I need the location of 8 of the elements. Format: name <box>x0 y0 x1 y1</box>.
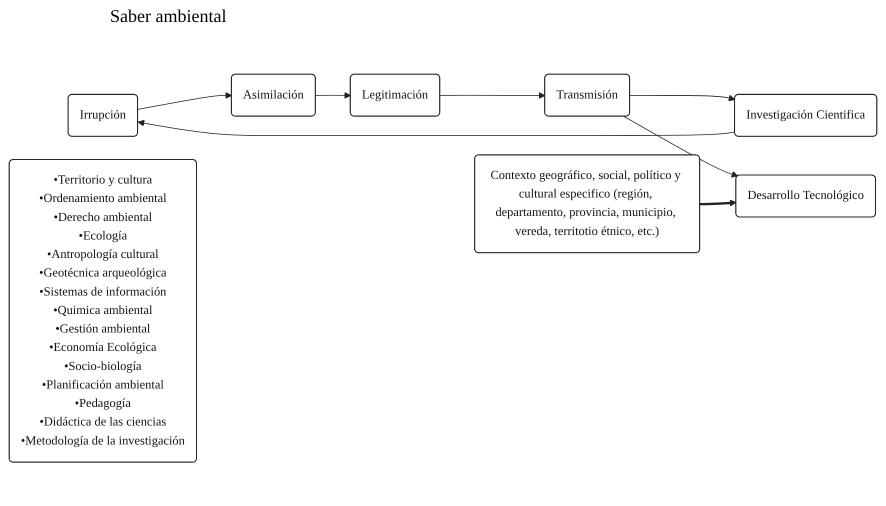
arrow <box>138 120 736 136</box>
arrow <box>630 94 736 102</box>
arrow <box>315 92 351 99</box>
diagram-title: Saber ambiental <box>109 5 228 28</box>
arrow <box>440 92 546 99</box>
arrow <box>624 116 738 178</box>
arrow <box>138 92 232 110</box>
arrow <box>700 199 736 206</box>
